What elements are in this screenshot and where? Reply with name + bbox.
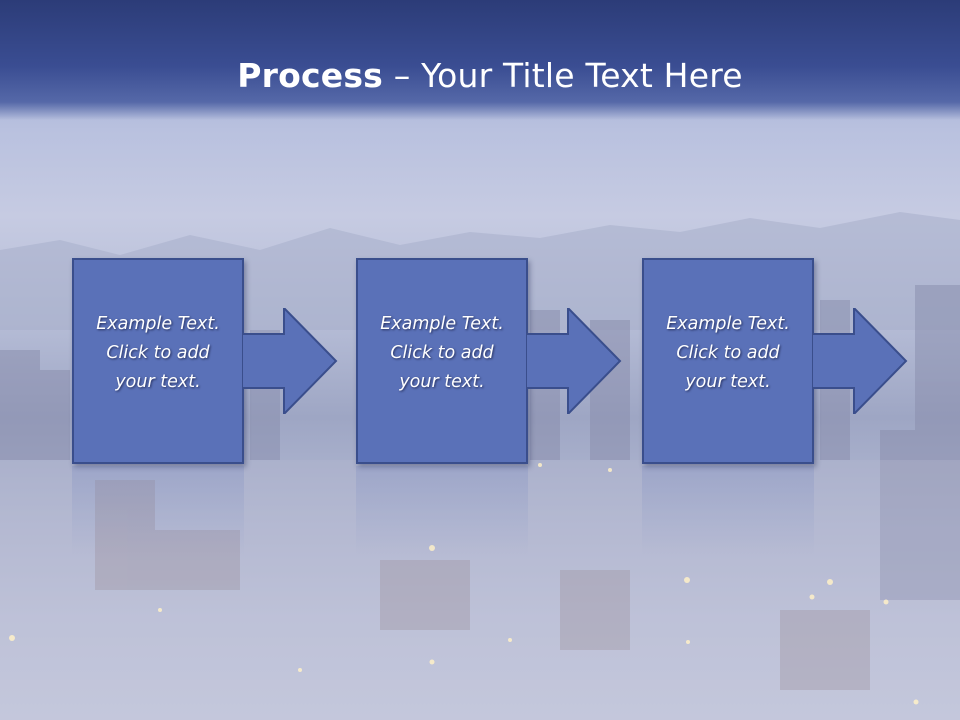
step-box[interactable] bbox=[642, 258, 814, 464]
step-label-line: Click to add bbox=[106, 343, 210, 363]
step-reflection bbox=[356, 466, 528, 556]
step-label-line: your text. bbox=[685, 372, 771, 392]
step-box[interactable] bbox=[356, 258, 528, 464]
step-box[interactable] bbox=[72, 258, 244, 464]
title-rest: – Your Title Text Here bbox=[383, 56, 743, 95]
step-label-line: Click to add bbox=[676, 343, 780, 363]
arrow-right-icon bbox=[526, 308, 622, 414]
step-label: Example Text. Click to add your text. bbox=[642, 310, 814, 397]
step-reflection bbox=[72, 466, 244, 556]
arrow-right-icon bbox=[242, 308, 338, 414]
step-label-line: your text. bbox=[115, 372, 201, 392]
step-reflection bbox=[642, 466, 814, 556]
step-label-line: Click to add bbox=[390, 343, 494, 363]
title-bold: Process bbox=[237, 56, 384, 95]
step-label-line: Example Text. bbox=[380, 314, 504, 334]
arrow-right-icon bbox=[812, 308, 908, 414]
step-label: Example Text. Click to add your text. bbox=[356, 310, 528, 397]
title-bar bbox=[0, 0, 960, 120]
step-label-line: your text. bbox=[399, 372, 485, 392]
step-label: Example Text. Click to add your text. bbox=[72, 310, 244, 397]
step-label-line: Example Text. bbox=[666, 314, 790, 334]
step-label-line: Example Text. bbox=[96, 314, 220, 334]
slide-title[interactable]: Process – Your Title Text Here bbox=[0, 52, 960, 100]
